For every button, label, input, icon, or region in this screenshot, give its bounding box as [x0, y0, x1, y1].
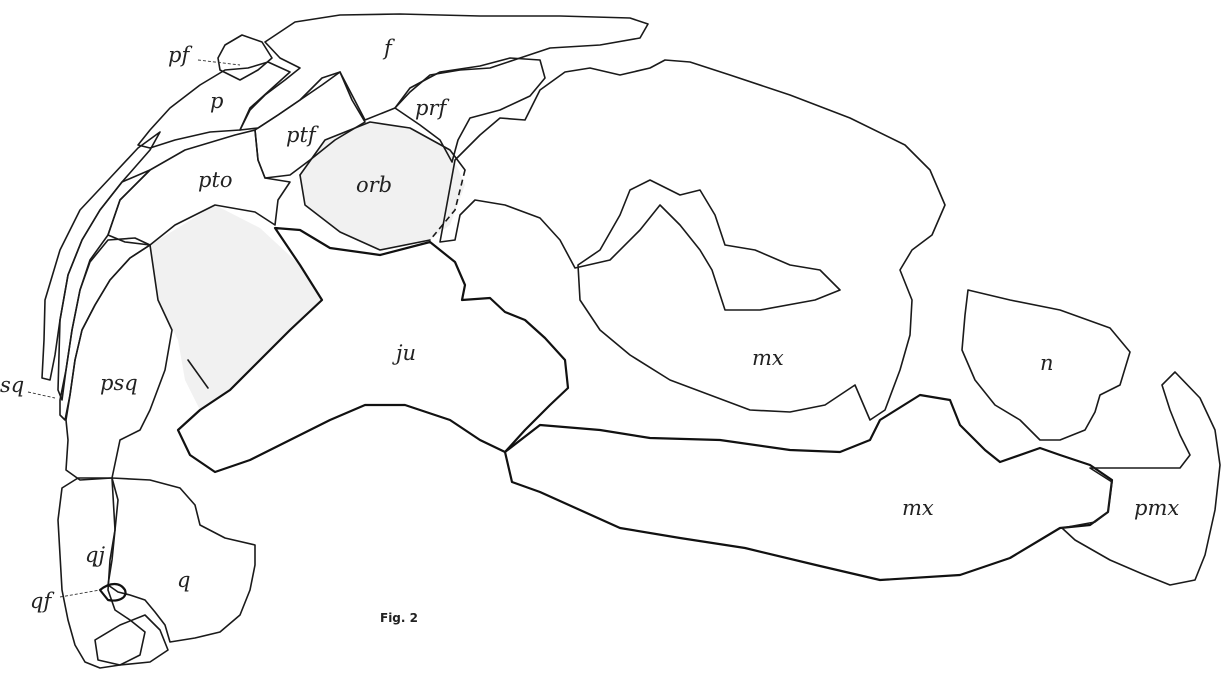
label-qj: qj	[85, 543, 105, 567]
label-pmx: pmx	[1134, 496, 1179, 520]
label-orb: orb	[356, 173, 392, 197]
label-psq: psq	[100, 371, 138, 395]
quadrate-condyle	[95, 615, 168, 665]
maxilla-upper-bone	[440, 60, 945, 420]
maxilla-lower-bone	[505, 395, 1112, 580]
quadrate-bone	[108, 478, 255, 642]
posterior-strip-2	[58, 170, 150, 400]
label-mx-upper: mx	[752, 346, 784, 370]
label-n: n	[1040, 351, 1054, 375]
quadratojugal-bone	[58, 478, 145, 668]
qf-leader	[60, 590, 100, 597]
temporal-fenestra-shade	[150, 205, 322, 410]
label-qf: qf	[30, 589, 54, 613]
label-pto: pto	[198, 168, 233, 192]
figure-label: Fig. 2	[380, 611, 418, 625]
sq-leader	[28, 392, 55, 398]
label-p: p	[210, 89, 223, 113]
label-pf: pf	[168, 43, 192, 67]
label-ptf: ptf	[286, 123, 319, 147]
label-prf: prf	[415, 96, 449, 120]
label-sq: sq	[0, 373, 24, 397]
label-f: f	[382, 36, 395, 60]
label-q: q	[177, 568, 190, 592]
premaxilla-bone	[1062, 372, 1220, 585]
label-mx-lower: mx	[902, 496, 934, 520]
label-ju: ju	[392, 341, 416, 365]
postfrontal-bone	[218, 35, 272, 80]
